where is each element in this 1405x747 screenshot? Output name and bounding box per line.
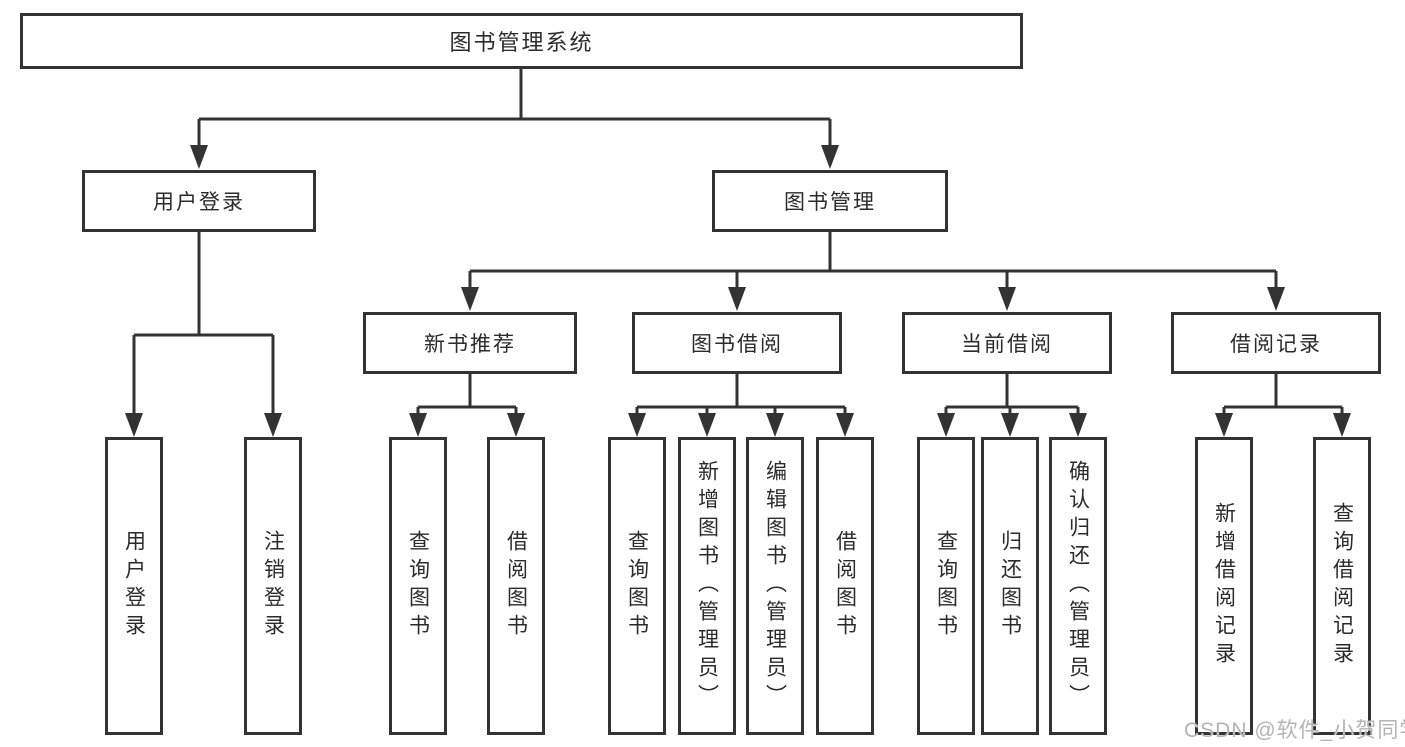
leaf-return-books: 归还图书 — [981, 437, 1039, 735]
node-user-login: 用户登录 — [82, 170, 316, 232]
leaf-label: 编辑图书（管理员） — [763, 460, 787, 712]
node-book-management: 图书管理 — [712, 170, 948, 232]
leaf-query-books-current: 查询图书 — [917, 437, 975, 735]
leaf-confirm-return-admin: 确认归还（管理员） — [1049, 437, 1107, 735]
node-book-borrow: 图书借阅 — [632, 312, 842, 374]
leaf-label: 确认归还（管理员） — [1066, 460, 1090, 712]
leaf-label: 查询图书 — [625, 530, 649, 642]
leaf-label: 用户登录 — [122, 530, 146, 642]
leaf-borrow-books-recommend: 借阅图书 — [487, 437, 545, 735]
leaf-user-login: 用户登录 — [105, 437, 163, 735]
leaf-label: 归还图书 — [998, 530, 1022, 642]
node-current-borrow: 当前借阅 — [902, 312, 1112, 374]
tree-branch-lines — [132, 69, 1344, 420]
leaf-label: 注销登录 — [261, 530, 285, 642]
leaf-edit-books-admin: 编辑图书（管理员） — [746, 437, 804, 735]
csdn-watermark: CSDN @软件_小贺同学 — [1184, 719, 1405, 742]
leaf-add-borrow-record: 新增借阅记录 — [1195, 437, 1253, 735]
leaf-label: 新增图书（管理员） — [695, 460, 719, 712]
node-library-management-system: 图书管理系统 — [20, 13, 1023, 69]
leaf-query-books-recommend: 查询图书 — [389, 437, 447, 735]
leaf-label: 查询图书 — [406, 530, 430, 642]
leaf-label: 查询借阅记录 — [1330, 502, 1354, 670]
node-new-book-recommend: 新书推荐 — [363, 312, 577, 374]
leaf-label: 查询图书 — [934, 530, 958, 642]
leaf-borrow-books: 借阅图书 — [816, 437, 874, 735]
leaf-query-borrow-record: 查询借阅记录 — [1313, 437, 1371, 735]
arrowheads — [125, 145, 1351, 437]
leaf-label: 借阅图书 — [833, 530, 857, 642]
leaf-label: 新增借阅记录 — [1212, 502, 1236, 670]
leaf-logout: 注销登录 — [244, 437, 302, 735]
node-borrow-records: 借阅记录 — [1171, 312, 1381, 374]
leaf-query-books-borrow: 查询图书 — [608, 437, 666, 735]
leaf-add-books-admin: 新增图书（管理员） — [678, 437, 736, 735]
leaf-label: 借阅图书 — [504, 530, 528, 642]
